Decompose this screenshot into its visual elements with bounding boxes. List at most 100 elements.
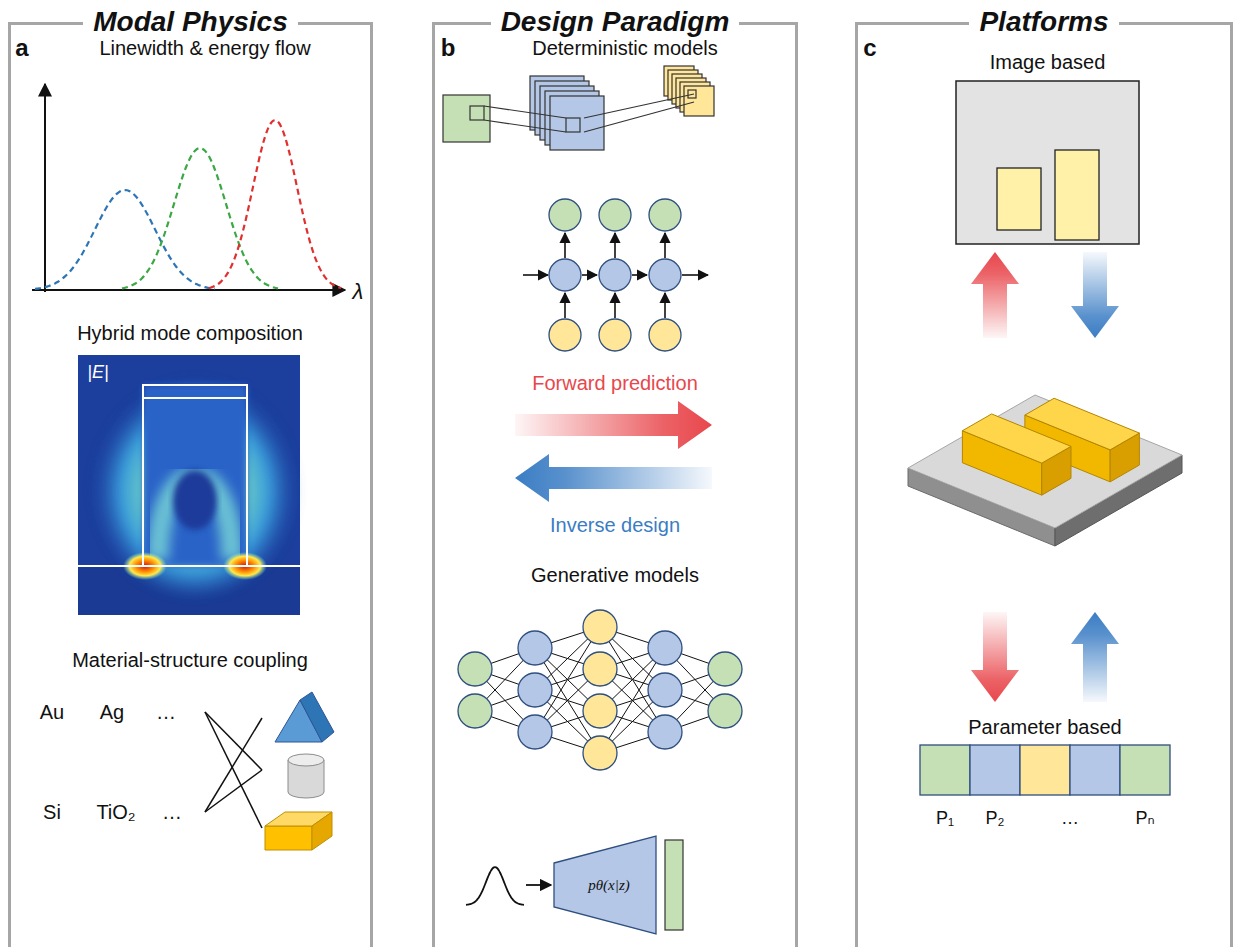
drawing-part — [143, 385, 247, 566]
platform-face — [908, 395, 1182, 528]
caption-text: Au — [40, 701, 64, 724]
node-shape — [8, 22, 373, 947]
drawing-part — [288, 754, 324, 766]
metasurface-3d — [908, 395, 1182, 546]
panel-letter: a — [15, 34, 28, 62]
drawing-part — [664, 293, 666, 318]
drawing-part — [518, 631, 552, 665]
drawing-part — [682, 274, 708, 276]
flow-arrow — [971, 252, 1019, 338]
drawing-part — [518, 715, 552, 749]
caption-text: Ag — [100, 701, 124, 724]
drawing-part — [549, 259, 581, 291]
drawing-part — [523, 274, 548, 276]
image-frame — [956, 81, 1139, 244]
caption-text: TiO₂ — [96, 801, 135, 824]
caption-text: Deterministic models — [532, 37, 718, 60]
drawing-part — [78, 355, 300, 615]
node-shape — [920, 745, 1170, 795]
drawing-part — [684, 86, 714, 116]
caption-text: Inverse design — [550, 514, 680, 537]
drawing-part — [632, 274, 647, 276]
caption-text: |E| — [87, 362, 108, 383]
drawing-part — [530, 76, 604, 150]
linewidth-curve — [35, 190, 215, 289]
drawing-part — [614, 293, 616, 318]
drawing-part — [649, 199, 681, 231]
caption-text: λ — [353, 279, 364, 305]
drawing-part — [583, 652, 617, 686]
flow-arrow — [515, 401, 712, 449]
drawing-part — [143, 385, 247, 566]
caption-text: P₁ — [936, 808, 954, 829]
drawing-part — [649, 319, 681, 351]
drawing-part — [44, 84, 46, 292]
panel-heading: Platforms — [969, 6, 1118, 38]
flow-arrow — [515, 454, 712, 502]
cnn-sketch — [443, 66, 714, 150]
latent-prior — [466, 867, 551, 905]
caption-text: Forward prediction — [532, 372, 698, 395]
parameter-cell — [920, 745, 970, 795]
panel-letter: c — [863, 34, 876, 62]
caption-text: … — [1061, 808, 1079, 829]
drawing-part — [143, 397, 247, 399]
drawing-part — [484, 106, 566, 118]
drawing-part — [599, 319, 631, 351]
parameter-cell — [1070, 745, 1120, 795]
drawing-part — [458, 694, 492, 728]
panel-heading: Modal Physics — [83, 6, 298, 38]
drawing-part — [564, 233, 566, 258]
drawing-part — [614, 233, 616, 258]
flow-arrow — [971, 612, 1019, 702]
parameter-cell — [1120, 745, 1170, 795]
linewidth-curves — [35, 120, 341, 289]
drawing-part — [599, 259, 631, 291]
dense-network — [458, 610, 742, 770]
drawing-part — [205, 712, 262, 770]
parameter-vector: Parameter based — [920, 745, 1170, 795]
drawing-part — [205, 718, 262, 812]
caption-text: Si — [43, 801, 61, 824]
linewidth-curve — [209, 120, 341, 288]
cylinder-shape — [288, 754, 324, 798]
node-shape — [955, 80, 1140, 245]
drawing-part — [518, 673, 552, 707]
spectrum-axes — [32, 84, 345, 292]
drawing-part — [584, 102, 694, 132]
drawing-part — [708, 694, 742, 728]
platform-face — [962, 414, 1071, 463]
rnn-sketch — [523, 199, 708, 351]
caption-text: Linewidth & energy flow — [99, 37, 310, 60]
caption-text: Pₙ — [1135, 807, 1154, 829]
drawing-part — [550, 96, 604, 150]
parameter-cell — [1020, 745, 1070, 795]
drawing-part — [664, 233, 666, 258]
drawing-part — [566, 118, 580, 132]
drawing-part — [649, 259, 681, 291]
panel-heading: Design Paradigm — [491, 6, 740, 38]
drawing-part — [205, 770, 262, 812]
drawing-part — [708, 652, 742, 686]
node-shape — [432, 22, 798, 947]
drawing-part — [312, 812, 332, 850]
sample-arrow — [526, 884, 551, 886]
flow-arrow — [1071, 612, 1119, 702]
caption-text: Generative models — [531, 564, 699, 587]
output-vector — [665, 840, 683, 930]
caption-text: Hybrid mode composition — [77, 322, 303, 345]
flow-arrow — [1071, 252, 1119, 338]
platform-label: Image based — [990, 51, 1106, 74]
drawing-part — [90, 365, 300, 595]
drawing-part — [583, 610, 617, 644]
caption-text: … — [162, 801, 182, 824]
drawing-part — [599, 199, 631, 231]
drawing-part — [458, 652, 492, 686]
cuboid-shape — [265, 812, 332, 850]
panel: PlatformsImage basedParameter based — [855, 22, 1233, 947]
pixel-block — [997, 168, 1041, 230]
field-map — [78, 355, 300, 615]
drawing-part — [648, 673, 682, 707]
caption-text: … — [156, 701, 176, 724]
parameter-cell — [970, 745, 1020, 795]
